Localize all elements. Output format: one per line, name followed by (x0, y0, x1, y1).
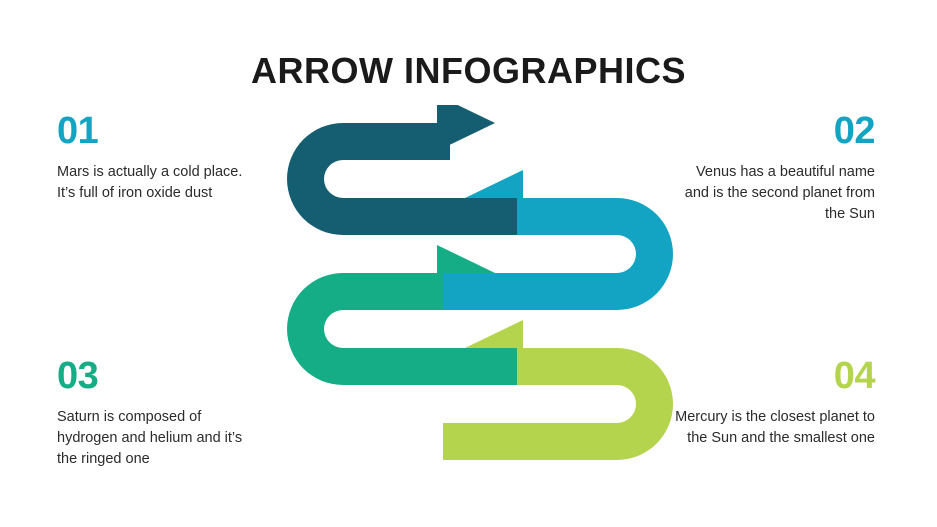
info-block-02-number: 02 (833, 110, 876, 152)
arrow-04-body (443, 348, 673, 460)
arrow-diagram-svg (287, 105, 673, 460)
arrow-03-body (287, 273, 517, 385)
info-block-02: 02 Venus has a beautiful name and is the… (675, 110, 876, 225)
arrow-01-body (287, 123, 517, 235)
info-block-04: 04 Mercury is the closest planet to the … (675, 357, 875, 449)
info-block-02-text: Venus has a beautiful name and is the se… (684, 164, 875, 223)
arrow-segment-01 (287, 105, 517, 235)
info-block-04-text: Mercury is the closest planet to the Sun… (675, 409, 875, 447)
arrow-diagram (260, 105, 700, 495)
page-title: ARROW INFOGRAPHICS (251, 50, 686, 91)
arrow-01-head (437, 105, 495, 151)
arrow-segment-04 (443, 320, 673, 460)
info-block-01: 01 Mars is actually a cold place. It’s f… (57, 112, 257, 204)
info-block-03-text: Saturn is composed of hydrogen and heliu… (57, 409, 243, 468)
arrow-segment-03 (287, 245, 517, 385)
arrow-02-body (443, 198, 673, 310)
info-block-03-number: 03 (57, 355, 99, 397)
info-block-01-text: Mars is actually a cold place. It’s full… (57, 164, 243, 202)
info-block-04-number: 04 (833, 355, 876, 397)
arrow-segment-02 (443, 170, 673, 310)
info-block-03: 03 Saturn is composed of hydrogen and he… (57, 357, 257, 470)
info-block-01-number: 01 (57, 110, 99, 152)
